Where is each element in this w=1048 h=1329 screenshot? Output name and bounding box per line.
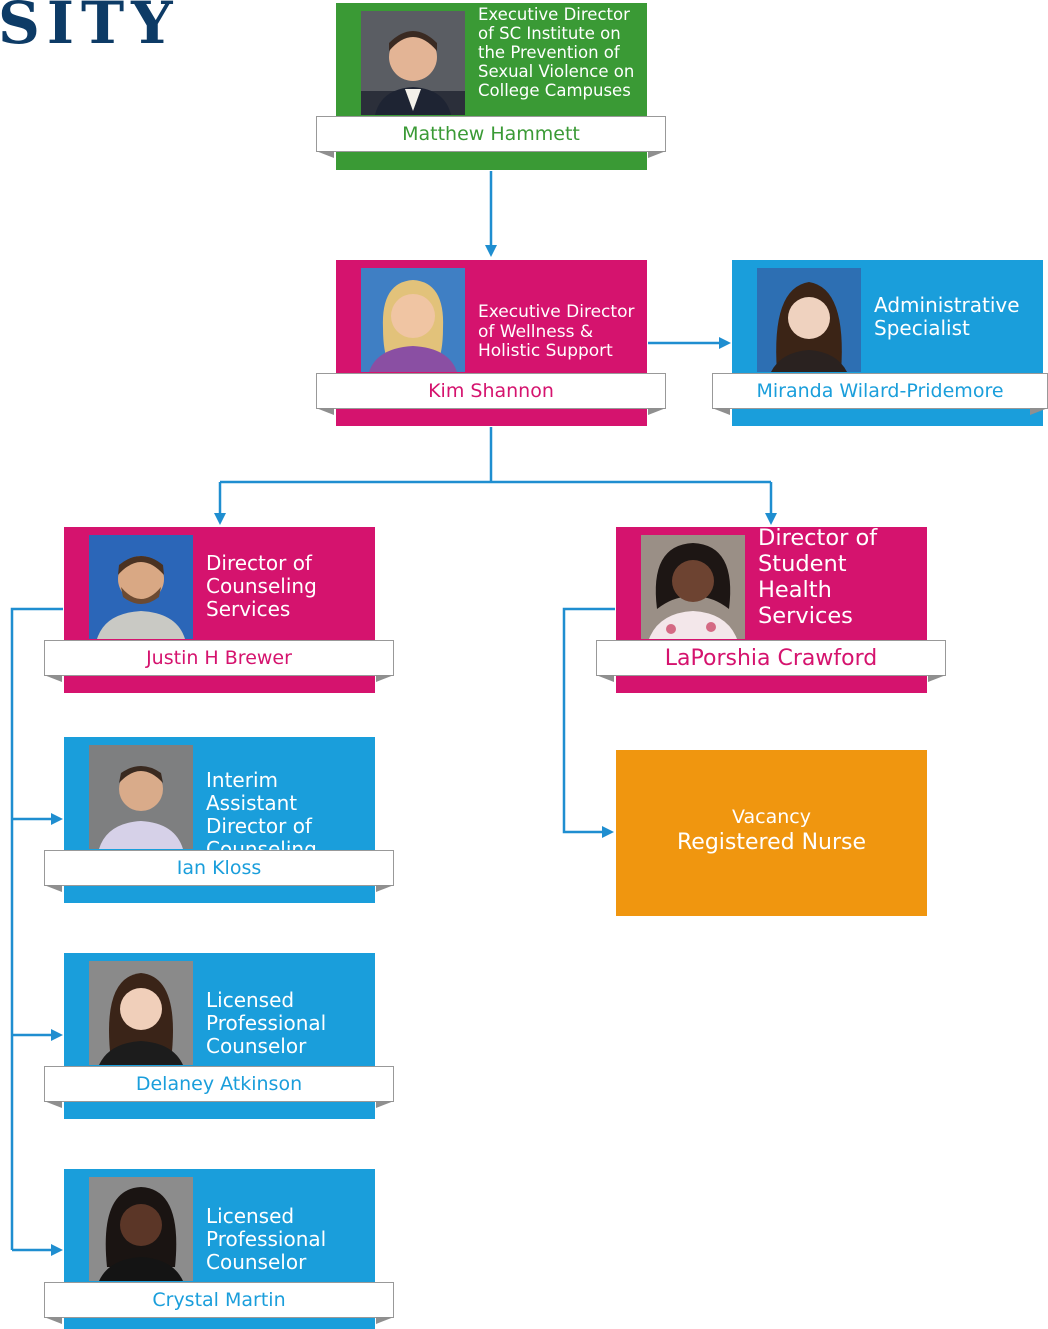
node-kim-shannon[interactable]: Executive Director of Wellness & Holisti… [316, 260, 666, 426]
node-crystal-martin[interactable]: Licensed Professional Counselor Crystal … [44, 1169, 394, 1329]
female-portrait-photo [361, 268, 465, 372]
male-portrait-photo [89, 535, 193, 639]
university-logo: SITY [0, 0, 180, 57]
female-portrait-photo [757, 268, 861, 372]
node-name-label: LaPorshia Crawford [596, 640, 946, 682]
female-portrait-photo [89, 1177, 193, 1281]
node-name-label: Justin H Brewer [44, 640, 394, 682]
node-title: Director of Counseling Services [206, 551, 317, 621]
node-laporshia-crawford[interactable]: Director of Student Health Services LaPo… [596, 525, 946, 693]
male-portrait-photo [89, 745, 193, 849]
node-title: Director of Student Health Services [758, 525, 878, 629]
node-name-label: Kim Shannon [316, 373, 666, 415]
node-matthew-hammett[interactable]: Executive Director of SC Institute on th… [316, 3, 666, 170]
vacancy-position: Registered Nurse [676, 829, 867, 855]
node-name-label: Delaney Atkinson [44, 1066, 394, 1108]
node-miranda-wilard-pridemore[interactable]: Administrative Specialist Miranda Wilard… [712, 260, 1048, 426]
female-portrait-photo [89, 961, 193, 1065]
node-title: Licensed Professional Counselor [206, 988, 327, 1058]
node-title: Licensed Professional Counselor [206, 1204, 327, 1274]
node-name-label: Miranda Wilard-Pridemore [712, 373, 1048, 415]
node-justin-h-brewer[interactable]: Director of Counseling Services Justin H… [44, 527, 394, 693]
node-title: Interim Assistant Director of Counseling [206, 768, 317, 861]
node-name-label: Crystal Martin [44, 1282, 394, 1324]
female-portrait-photo [641, 535, 745, 639]
node-ian-kloss[interactable]: Interim Assistant Director of Counseling… [44, 737, 394, 903]
node-name-label: Matthew Hammett [316, 116, 666, 158]
node-title: Executive Director of Wellness & Holisti… [478, 302, 635, 362]
node-delaney-atkinson[interactable]: Licensed Professional Counselor Delaney … [44, 953, 394, 1119]
vacancy-label: Vacancy [732, 805, 811, 828]
node-vacancy-registered-nurse[interactable]: Vacancy Registered Nurse [616, 750, 927, 916]
node-name-label: Ian Kloss [44, 850, 394, 892]
connector-brewer-rail [10, 607, 63, 1250]
node-title: Administrative Specialist [874, 293, 1020, 340]
male-portrait-photo [361, 11, 465, 115]
node-title: Executive Director of SC Institute on th… [478, 5, 635, 100]
connector-crawford-vacancy [562, 607, 615, 838]
